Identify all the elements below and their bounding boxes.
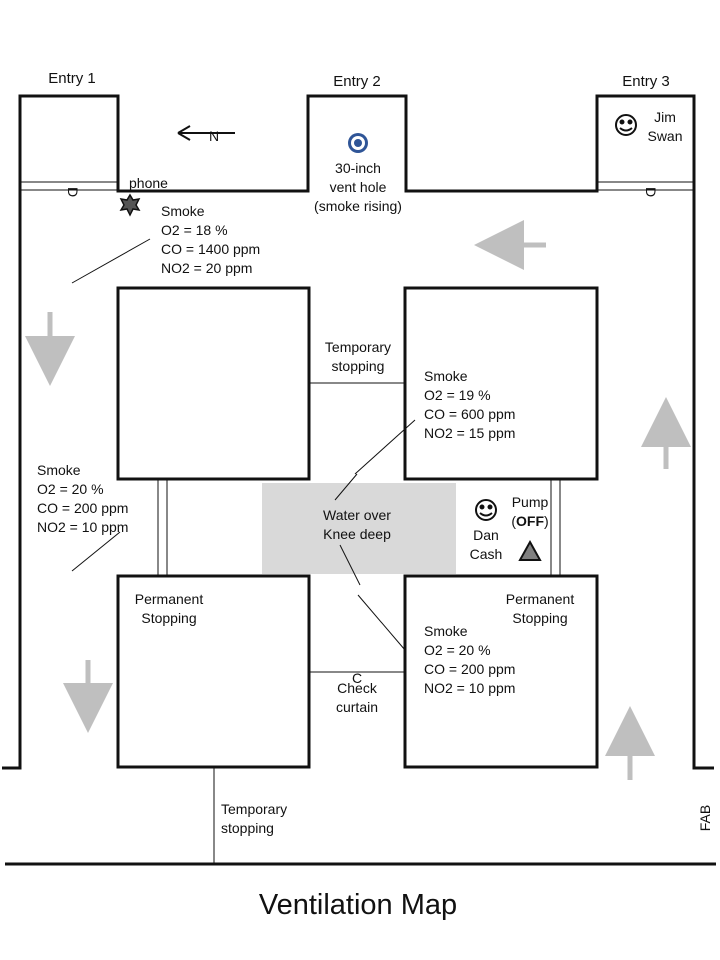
svg-text:NO2 = 10 ppm: NO2 = 10 ppm [424,680,515,696]
svg-text:Swan: Swan [647,128,682,144]
svg-text:curtain: curtain [336,699,378,715]
reading-west: Smoke O2 = 20 % CO = 200 ppm NO2 = 10 pp… [37,462,128,535]
svg-text:Stopping: Stopping [141,610,196,626]
svg-text:Permanent: Permanent [135,591,204,607]
svg-text:vent hole: vent hole [330,179,387,195]
svg-text:NO2 = 15 ppm: NO2 = 15 ppm [424,425,515,441]
check-curtain-symbol: C [352,670,362,686]
pump-label: Pump (OFF) [511,494,548,529]
entry3-door [597,181,694,191]
pillars [116,286,599,769]
west-wall [2,94,714,770]
svg-text:Knee deep: Knee deep [323,526,391,542]
permanent-stopping-right [550,479,561,576]
svg-text:stopping: stopping [332,358,385,374]
svg-text:O2 = 18 %: O2 = 18 % [161,222,228,238]
entry1-door [20,181,118,191]
svg-text:30-inch: 30-inch [335,160,381,176]
leader-lines [71,238,416,651]
svg-text:Jim: Jim [654,109,676,125]
svg-text:Smoke: Smoke [424,368,468,384]
dan-cash-label: Dan Cash [470,527,503,562]
vent-hole-icon [348,133,368,153]
svg-text:Temporary: Temporary [325,339,391,355]
svg-text:Cash: Cash [470,546,503,562]
map-title: Ventilation Map [259,889,457,921]
door-symbol-entry3: D [643,187,659,197]
svg-text:Smoke: Smoke [424,623,468,639]
svg-text:CO = 1400 ppm: CO = 1400 ppm [161,241,260,257]
reading-east: Smoke O2 = 19 % CO = 600 ppm NO2 = 15 pp… [424,368,515,441]
svg-text:stopping: stopping [221,820,274,836]
svg-text:N: N [209,128,219,144]
svg-text:CO = 600 ppm: CO = 600 ppm [424,406,515,422]
temporary-stopping-mid-label: Temporary stopping [325,339,391,374]
pump-triangle-icon [518,539,542,561]
svg-text:Dan: Dan [473,527,499,543]
svg-text:Permanent: Permanent [506,591,575,607]
phone-star-icon [119,193,141,217]
phone-label: phone [129,175,168,191]
entry2-label: Entry 2 [333,73,381,90]
north-arrow-icon: N [177,125,235,144]
svg-text:NO2 = 20 ppm: NO2 = 20 ppm [161,260,252,276]
check-curtain-label: Check curtain [336,680,378,715]
svg-text:CO = 200 ppm: CO = 200 ppm [37,500,128,516]
svg-text:O2 = 19 %: O2 = 19 % [424,387,491,403]
svg-text:Pump: Pump [512,494,549,510]
svg-text:CO = 200 ppm: CO = 200 ppm [424,661,515,677]
vent-hole-label: 30-inch vent hole (smoke rising) [314,160,402,214]
mine-outline [2,94,716,866]
permanent-stopping-left [157,479,168,576]
pillar-northwest [116,286,311,481]
svg-text:(OFF): (OFF) [511,513,548,529]
smiley-icon [615,114,637,136]
svg-text:Water over: Water over [323,507,391,523]
svg-text:Smoke: Smoke [161,203,205,219]
airflow-arrows [25,220,691,780]
reading-entry1: Smoke O2 = 18 % CO = 1400 ppm NO2 = 20 p… [161,203,260,276]
fab-label: FAB [697,805,713,831]
temporary-stopping-bottom-label: Temporary stopping [221,801,287,836]
svg-text:Temporary: Temporary [221,801,287,817]
door-symbol-entry1: D [65,187,81,197]
water-label: Water over Knee deep [323,507,391,542]
svg-text:O2 = 20 %: O2 = 20 % [37,481,104,497]
permanent-stopping-right-label: Permanent Stopping [506,591,575,626]
reading-southeast: Smoke O2 = 20 % CO = 200 ppm NO2 = 10 pp… [424,623,515,696]
entry3-label: Entry 3 [622,73,670,90]
svg-text:NO2 = 10 ppm: NO2 = 10 ppm [37,519,128,535]
pillar-southeast [403,574,599,769]
water-area [262,483,456,574]
entry1-label: Entry 1 [48,70,96,87]
svg-text:Stopping: Stopping [512,610,567,626]
svg-text:(smoke rising): (smoke rising) [314,198,402,214]
svg-text:Smoke: Smoke [37,462,81,478]
smiley-icon [475,499,497,521]
permanent-stopping-left-label: Permanent Stopping [135,591,204,626]
svg-text:O2 = 20 %: O2 = 20 % [424,642,491,658]
svg-text:Check: Check [337,680,378,696]
jim-swan-label: Jim Swan [647,109,682,144]
